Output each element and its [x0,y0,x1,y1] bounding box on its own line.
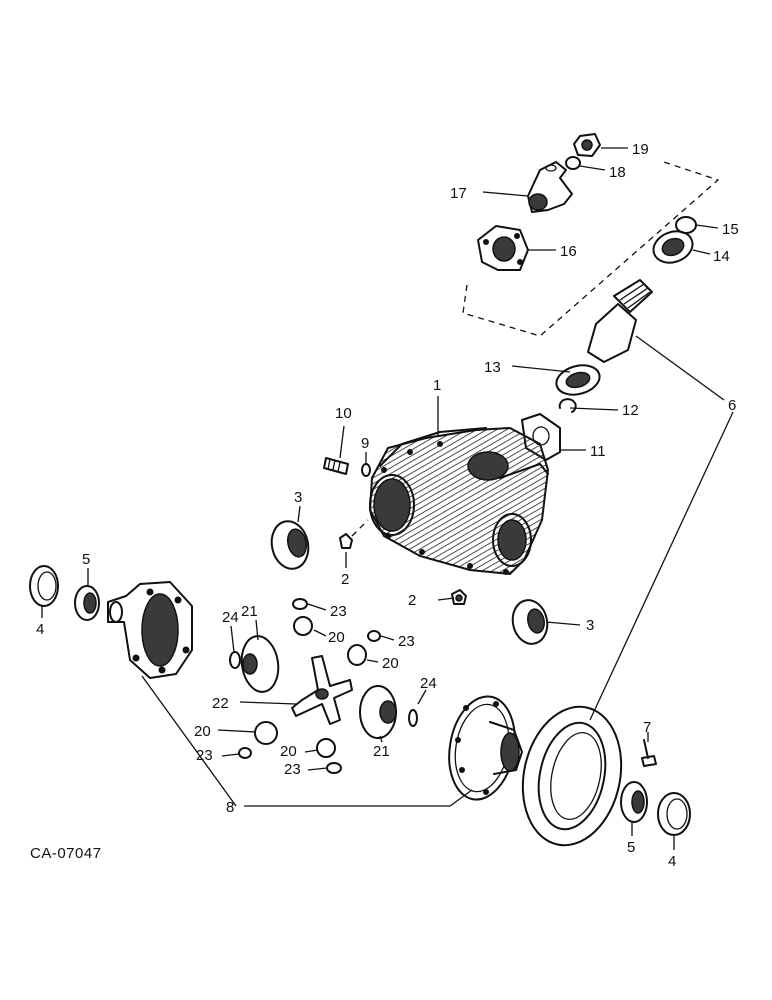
part-19-pinion-nut[interactable] [573,133,601,157]
part-6-drive-pinion[interactable] [587,279,653,363]
part-14-pinion-bearing[interactable] [649,226,697,268]
part-23-washer-4[interactable] [326,762,342,774]
callout-4-right: 4 [668,853,676,870]
callout-23-b: 23 [398,633,415,650]
callout-19: 19 [632,141,649,158]
callout-21-upper: 21 [241,603,258,620]
callout-8: 8 [226,799,234,816]
callout-23-d: 23 [284,761,301,778]
callout-4-left: 4 [36,621,44,638]
part-9-washer[interactable] [361,463,371,477]
callout-10: 10 [335,405,352,422]
callout-1: 1 [433,377,441,394]
callout-15: 15 [722,221,739,238]
part-1-carrier-housing[interactable] [368,426,550,576]
callout-5-left: 5 [82,551,90,568]
leader-lines [41,147,734,850]
callout-20-b: 20 [382,655,399,672]
callout-13: 13 [484,359,501,376]
part-2-plug-upper[interactable] [339,519,369,549]
drawing-reference-code: CA-07047 [30,845,102,862]
callout-22: 22 [212,695,229,712]
part-20-pinion-gear-1[interactable] [293,616,313,636]
callout-23-a: 23 [330,603,347,620]
part-21-side-gear-upper[interactable] [238,634,281,694]
callout-12: 12 [622,402,639,419]
callout-14: 14 [713,248,730,265]
part-13-pinion-bearing[interactable] [553,361,603,399]
callout-6: 6 [728,397,736,414]
callout-9: 9 [361,435,369,452]
part-20-pinion-gear-2[interactable] [347,644,367,666]
callout-24-lower: 24 [420,675,437,692]
callout-23-c: 23 [196,747,213,764]
callout-20-c: 20 [194,723,211,740]
callout-17: 17 [450,185,467,202]
part-24-thrust-washer-upper[interactable] [229,651,241,669]
part-10-adjusting-screw[interactable] [323,457,349,475]
callout-7: 7 [643,719,651,736]
part-2-plug-lower[interactable] [451,589,467,605]
pinion-group-dashed-outline [462,161,720,337]
callout-16: 16 [560,243,577,260]
callout-3-left: 3 [294,489,302,506]
part-4-bearing-cup-right[interactable] [657,792,691,836]
part-7-ring-gear-bolt[interactable] [641,739,657,767]
part-8-differential-case-left[interactable] [107,581,193,679]
part-5-bearing-cone-left[interactable] [74,585,100,621]
part-3-carrier-bearing-left[interactable] [267,518,312,572]
callout-11: 11 [590,443,606,460]
part-12-snap-ring[interactable] [558,398,577,413]
callout-labels: 19 18 17 16 15 14 13 12 11 1 10 9 6 3 3 … [30,141,739,870]
part-4-bearing-cup-left[interactable] [29,565,59,607]
callout-21-lower: 21 [373,743,390,760]
part-17-companion-flange[interactable] [527,161,573,213]
part-20-pinion-gear-4[interactable] [316,738,336,758]
part-5-bearing-cone-right[interactable] [620,781,648,823]
part-23-washer-1[interactable] [292,598,308,610]
callout-3-right: 3 [586,617,594,634]
part-18-washer[interactable] [565,156,581,170]
part-8-differential-case-right[interactable] [441,691,523,805]
callout-2-lower: 2 [408,592,416,609]
part-24-thrust-washer-lower[interactable] [408,709,418,727]
part-23-washer-3[interactable] [238,747,252,759]
callout-20-d: 20 [280,743,297,760]
part-23-washer-2[interactable] [367,630,381,642]
part-21-side-gear-lower[interactable] [359,685,397,739]
part-22-spider-cross[interactable] [291,655,353,725]
callout-24-upper: 24 [222,609,239,626]
part-6-ring-gear[interactable] [510,698,633,855]
callout-5-right: 5 [627,839,635,856]
part-16-oil-seal-retainer[interactable] [477,225,529,271]
callout-18: 18 [609,164,626,181]
part-20-pinion-gear-3[interactable] [254,721,278,745]
part-3-carrier-bearing-right[interactable] [509,597,551,647]
callout-20-a: 20 [328,629,345,646]
callout-2-upper: 2 [341,571,349,588]
